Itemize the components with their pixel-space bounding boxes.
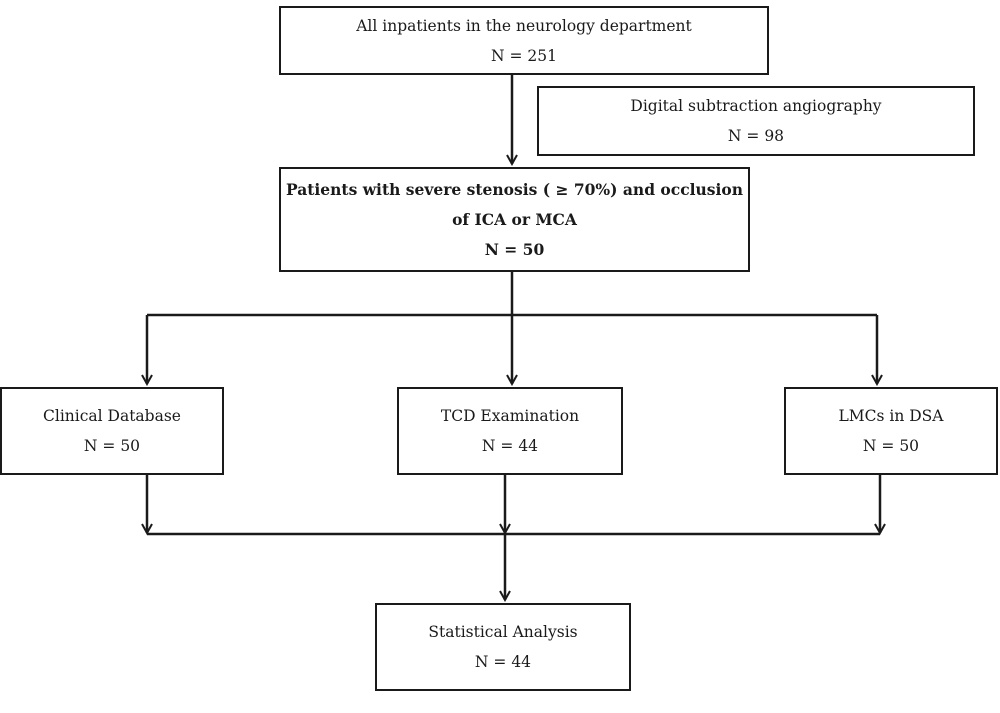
box-lmcs-in-dsa-count: N = 50 [862, 437, 920, 455]
box-clinical-database-count: N = 50 [83, 437, 141, 455]
box-clinical-database: Clinical Database N = 50 [0, 387, 224, 475]
box-tcd-examination-label: TCD Examination [440, 407, 580, 425]
box-severe-stenosis: Patients with severe stenosis ( ≥ 70%) a… [279, 167, 750, 272]
box-severe-stenosis-label-line2: of ICA or MCA [452, 209, 577, 229]
box-statistical-analysis: Statistical Analysis N = 44 [375, 603, 631, 691]
box-tcd-examination-count: N = 44 [481, 437, 539, 455]
box-clinical-database-label: Clinical Database [43, 407, 181, 425]
box-digital-subtraction-angiography: Digital subtraction angiography N = 98 [537, 86, 975, 156]
box-statistical-analysis-count: N = 44 [474, 653, 532, 671]
box-severe-stenosis-count: N = 50 [484, 239, 545, 259]
box-all-inpatients: All inpatients in the neurology departme… [279, 6, 769, 75]
box-lmcs-in-dsa-label: LMCs in DSA [838, 407, 944, 425]
box-severe-stenosis-label-line1: Patients with severe stenosis ( ≥ 70%) a… [285, 179, 744, 199]
box-lmcs-in-dsa: LMCs in DSA N = 50 [784, 387, 998, 475]
box-dsa-label: Digital subtraction angiography [630, 97, 882, 115]
box-statistical-analysis-label: Statistical Analysis [428, 623, 578, 641]
box-tcd-examination: TCD Examination N = 44 [397, 387, 623, 475]
box-all-inpatients-label: All inpatients in the neurology departme… [356, 16, 692, 35]
box-all-inpatients-count: N = 251 [491, 46, 557, 65]
box-dsa-count: N = 98 [727, 127, 785, 145]
